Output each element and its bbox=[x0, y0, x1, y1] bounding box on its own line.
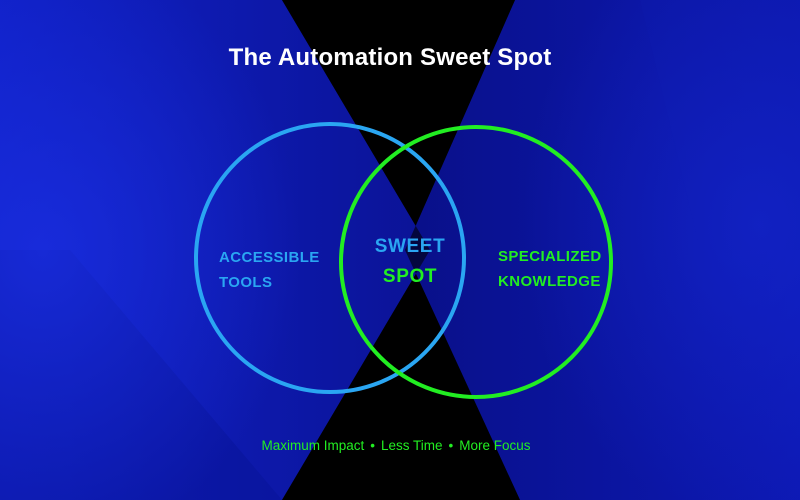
sweet-spot-line-2: SPOT bbox=[382, 266, 438, 287]
footer-item-3: More Focus bbox=[459, 438, 531, 453]
background-center-shadow bbox=[282, 0, 520, 500]
accessible-tools-line-1: ACCESSIBLE bbox=[219, 249, 320, 266]
footer-item-1: Maximum Impact bbox=[261, 438, 365, 453]
specialized-knowledge-line-1: SPECIALIZED bbox=[498, 248, 602, 265]
specialized-knowledge-line-2: KNOWLEDGE bbox=[498, 273, 601, 290]
accessible-tools-label: ACCESSIBLE TOOLS bbox=[219, 245, 320, 295]
footer-separator-1: • bbox=[370, 438, 375, 453]
footer-item-2: Less Time bbox=[380, 438, 443, 453]
footer-separator-2: • bbox=[448, 438, 454, 453]
specialized-knowledge-label: SPECIALIZED KNOWLEDGE bbox=[498, 244, 602, 294]
sweet-spot-line-1: SWEET bbox=[374, 236, 446, 257]
accessible-tools-line-2: TOOLS bbox=[219, 274, 273, 291]
footer-tagline: Maximum Impact • Less Time • More Focus bbox=[0, 438, 792, 453]
page-title: The Automation Sweet Spot bbox=[228, 44, 552, 71]
sweet-spot-label: SWEET SPOT bbox=[355, 232, 465, 292]
specialized-knowledge-circle bbox=[339, 125, 613, 399]
accessible-tools-circle bbox=[194, 122, 466, 394]
